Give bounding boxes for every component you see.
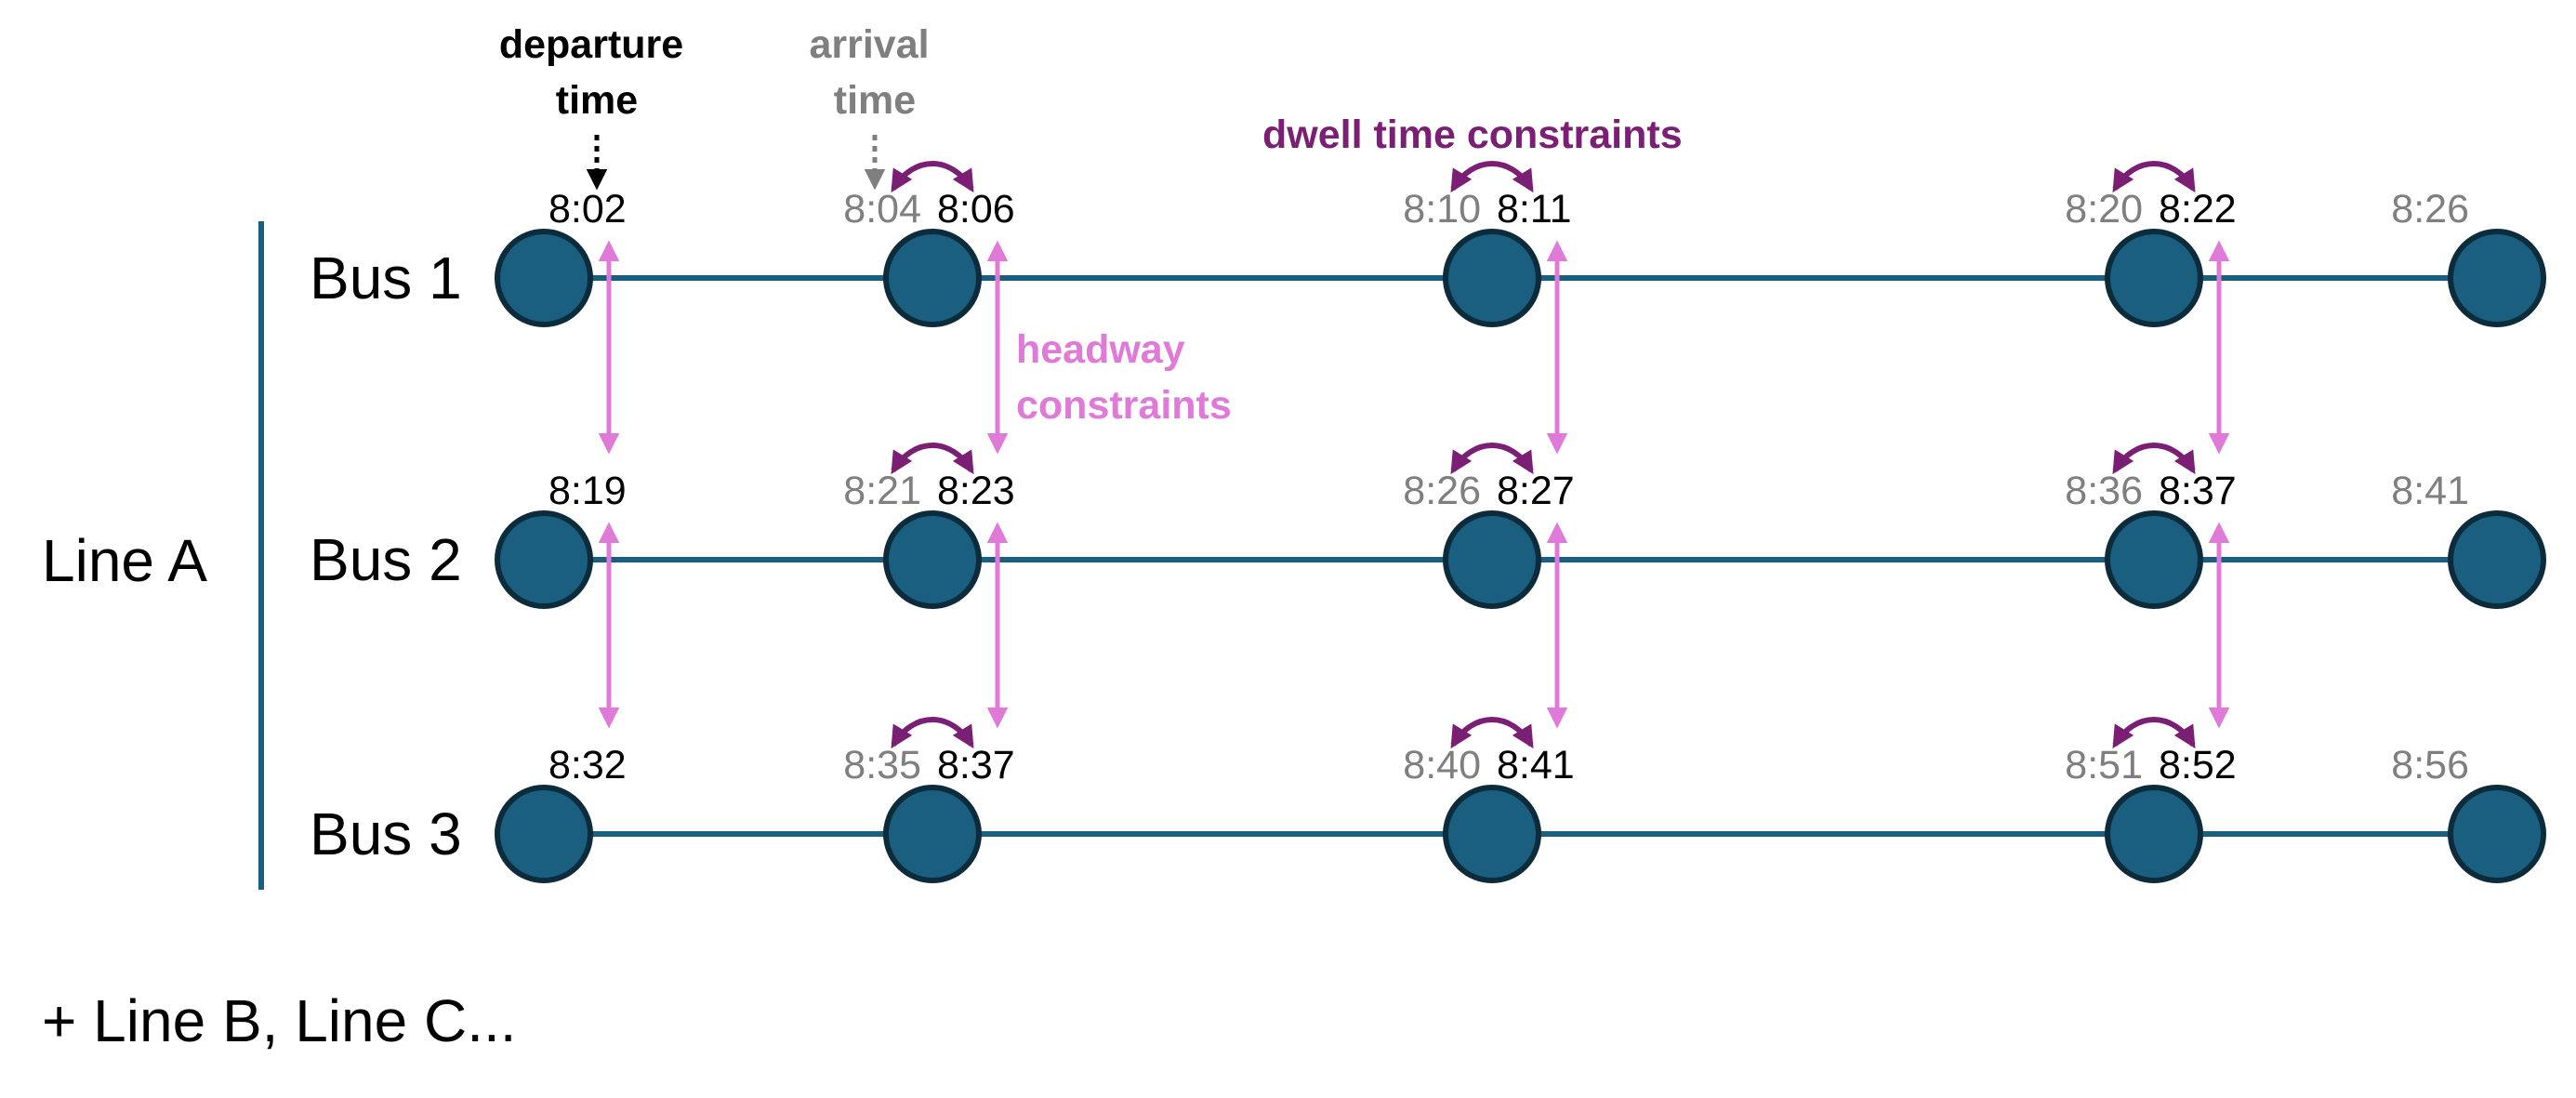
line-a-label: Line A <box>42 527 207 594</box>
bus-row-2: Bus 2 8:19 8:21 8:23 8:26 8:27 8:36 8:37 8:41 <box>310 469 2546 609</box>
departure-time: 8:41 <box>1497 743 1575 787</box>
dwell-constraints-label: dwell time constraints <box>1262 112 1683 157</box>
headway-legend-line-1: headway <box>1016 327 1185 372</box>
arrival-time: 8:21 <box>843 469 921 513</box>
stop-node <box>883 510 982 609</box>
departure-legend-line-1: departure <box>499 22 683 67</box>
departure-time: 8:37 <box>2159 469 2237 513</box>
departure-time: 8:27 <box>1497 469 1575 513</box>
stop-node <box>1443 785 1541 883</box>
stop-node <box>1443 510 1541 609</box>
dwell-arc <box>1450 443 1534 475</box>
stop-node <box>883 785 982 883</box>
dwell-arcs <box>891 161 2196 749</box>
departure-time: 8:52 <box>2159 743 2237 787</box>
departure-time: 8:37 <box>937 743 1015 787</box>
departure-time: 8:32 <box>548 743 627 787</box>
departure-time: 8:06 <box>937 187 1015 232</box>
dwell-arc <box>2112 717 2196 749</box>
stop-node <box>495 229 593 327</box>
departure-time: 8:23 <box>937 469 1015 513</box>
dwell-arc <box>2112 443 2196 475</box>
arrival-time: 8:26 <box>2391 187 2469 232</box>
headway-constraints-label: headway constraints <box>1016 327 1232 428</box>
bus-label: Bus 1 <box>310 245 462 311</box>
dwell-arc <box>2112 161 2196 193</box>
arrival-time: 8:20 <box>2065 187 2143 232</box>
departure-time-legend: departure time <box>499 22 694 123</box>
arrival-time: 8:56 <box>2391 743 2469 787</box>
arrival-time: 8:51 <box>2065 743 2143 787</box>
arrival-time: 8:04 <box>843 187 921 232</box>
departure-time: 8:11 <box>1497 187 1572 232</box>
dwell-arc <box>891 717 974 749</box>
bus-row-1: Bus 1 8:02 8:04 8:06 8:10 8:11 8:20 8:22 8:26 <box>310 187 2546 327</box>
departure-time: 8:19 <box>548 469 627 513</box>
bus-label: Bus 2 <box>310 526 462 593</box>
dwell-arc <box>891 443 974 475</box>
arrival-legend-line-1: arrival <box>809 22 929 67</box>
bus-row-3: Bus 3 8:32 8:35 8:37 8:40 8:41 8:51 8:52 8:56 <box>310 743 2546 883</box>
arrival-time: 8:10 <box>1403 187 1481 232</box>
dwell-arc <box>1450 161 1534 193</box>
arrival-time-legend: arrival time <box>809 22 940 123</box>
stop-node <box>2448 785 2546 883</box>
departure-time: 8:22 <box>2159 187 2237 232</box>
headway-legend-line-2: constraints <box>1016 383 1232 428</box>
stop-node <box>883 229 982 327</box>
arrival-time: 8:26 <box>1403 469 1481 513</box>
arrival-time: 8:36 <box>2065 469 2143 513</box>
dwell-arc <box>891 161 974 193</box>
arrival-time: 8:41 <box>2391 469 2469 513</box>
stop-node <box>2105 785 2203 883</box>
headway-arrows <box>598 240 2230 729</box>
stop-node <box>2105 229 2203 327</box>
stop-node <box>2448 229 2546 327</box>
stop-node <box>2105 510 2203 609</box>
stop-node <box>2448 510 2546 609</box>
stop-node <box>495 510 593 609</box>
bus-label: Bus 3 <box>310 800 462 867</box>
departure-legend-line-2: time <box>556 78 638 123</box>
arrival-time: 8:35 <box>843 743 921 787</box>
departure-time: 8:02 <box>548 187 627 232</box>
dwell-arc <box>1450 717 1534 749</box>
stop-node <box>495 785 593 883</box>
more-lines-note: + Line B, Line C... <box>42 987 517 1054</box>
arrival-legend-line-2: time <box>834 78 916 123</box>
stop-node <box>1443 229 1541 327</box>
arrival-time: 8:40 <box>1403 743 1481 787</box>
